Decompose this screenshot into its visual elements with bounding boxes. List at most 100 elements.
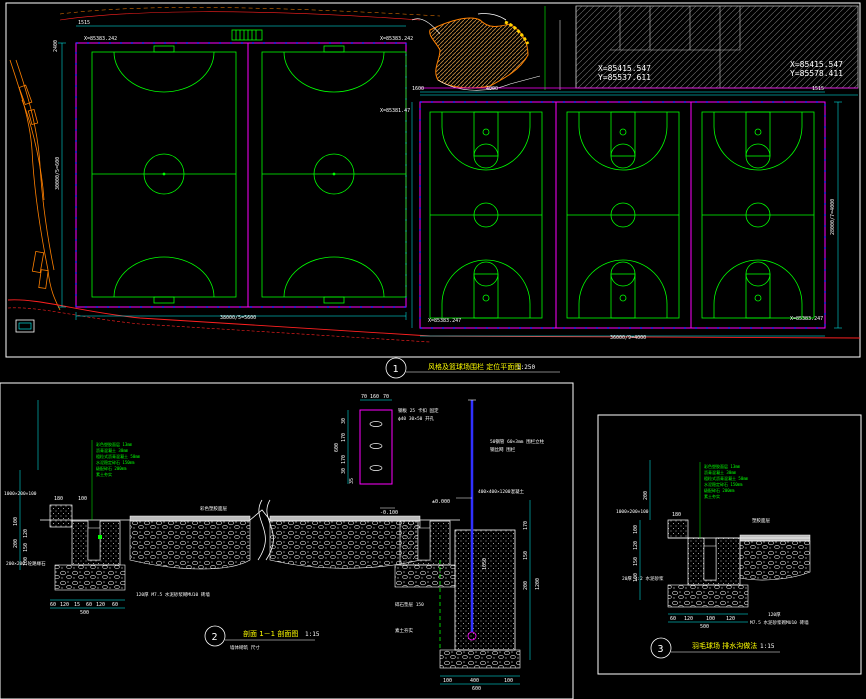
detail-layer-6: 素土夯实: [704, 493, 720, 499]
coord-a-x: X=85415.547: [598, 64, 651, 73]
section-dim-b3: 15: [74, 602, 80, 608]
plate-dim-1: 70: [361, 394, 367, 400]
detail-layer-1: 彩色塑胶面层 13mm: [704, 463, 741, 469]
section-dim-b1: 60: [50, 602, 56, 608]
post-dim-b1: 100: [443, 678, 452, 684]
section-note-post: 50钢管 60×3mm 围栏立柱: [490, 438, 545, 445]
section-scale: 1:15: [305, 631, 320, 638]
detail-drawing: [639, 460, 811, 623]
dim-basketball-width: 36000/9=4000: [610, 335, 646, 341]
post-dim-v2: 150: [523, 551, 529, 560]
section-dim-v4: 100: [23, 557, 29, 566]
detail-layer-3: 粗粒式沥青混凝土 50mm: [704, 475, 749, 481]
plate-dim-2: 160: [370, 394, 379, 400]
detail-dim-v2: 120: [633, 541, 639, 550]
section-dim-v3: 150: [23, 543, 29, 552]
dim-1600: 1600: [412, 86, 424, 92]
dim-football-height: 30000/5=600: [55, 157, 61, 190]
dim-football-width: 38000/5=5600: [220, 315, 256, 321]
section-layer-5: 级配碎石 200mm: [96, 465, 127, 471]
section-layer-4: 水泥稳定碎石 150mm: [96, 459, 135, 465]
section-drawing: [19, 399, 531, 685]
section-note-mesh: 彩色塑胶面层: [200, 505, 227, 512]
post-dim-1050: 1050: [482, 558, 488, 570]
section-dim-v2: 120: [23, 529, 29, 538]
dim-small-2: 1515: [812, 86, 824, 92]
section-number-circle: [204, 625, 226, 647]
detail-dim-b3: 100: [706, 616, 715, 622]
section-dim-b6: 60: [112, 602, 118, 608]
coord-b-x: X=85415.547: [790, 60, 843, 69]
plan-scale: 1:250: [517, 364, 535, 371]
section-dim-b4: 60: [86, 602, 92, 608]
section-note-gravel: 碎石垫层 150: [395, 601, 424, 608]
section-dim-100: 100: [78, 496, 87, 502]
post-dim-v4: 1200: [535, 578, 541, 590]
plate-dim-600: 600: [334, 443, 340, 452]
plate-dim-3: 70: [383, 394, 389, 400]
dim-basketball-height: 28000/7=4000: [830, 199, 836, 235]
detail-dim-180: 180: [672, 512, 681, 518]
section-note-base: 400×400×1200混凝土: [478, 488, 525, 495]
dim-small-1: 1515: [78, 20, 90, 26]
plate-dim-v2: 170: [341, 433, 347, 442]
basketball-court-2: [566, 111, 680, 319]
plate-dim-v5: 35: [349, 478, 355, 484]
detail-dim-v3: 150: [633, 557, 639, 566]
dim-2400: 2400: [53, 40, 59, 52]
section-dim-180: 180: [54, 496, 63, 502]
section-frame: [0, 382, 574, 699]
section-number: 2: [212, 632, 218, 643]
building-outline: [575, 6, 741, 88]
plan-number-circle: [385, 357, 407, 379]
detail-scale: 1:15: [760, 643, 775, 650]
section-subtitle: 墙体砌筑 尺寸: [230, 644, 260, 651]
terrain-left: [9, 59, 61, 311]
section-layer-3: 粗粒式沥青混凝土 50mm: [96, 453, 141, 459]
section-title: 剖面 1－1 剖面图: [243, 629, 298, 638]
detail-dim-v4: 100: [633, 573, 639, 582]
coord-b-y: Y=85578.411: [790, 69, 843, 78]
plate-dim-v1: 30: [341, 418, 347, 424]
plan-frame: [5, 2, 861, 358]
detail-frame: [597, 414, 862, 675]
coord-c: X=85383.242: [84, 36, 117, 42]
section-layer-6: 素土夯实: [96, 471, 112, 477]
post-dim-v1: 170: [523, 521, 529, 530]
coord-a-y: Y=85537.611: [598, 73, 651, 82]
detail-dim-b4: 120: [726, 616, 735, 622]
detail-dim-v1: 100: [633, 525, 639, 534]
post-dim-600: 600: [472, 686, 481, 692]
post-dim-v3: 200: [523, 581, 529, 590]
section-note-plate2: ф40 30×50 开孔: [398, 415, 435, 422]
post-dim-b2: 400: [470, 678, 479, 684]
section-note-drain: 120厚 M7.5 水泥砂浆砌MU10 砖墙: [136, 591, 210, 598]
football-court-2: [261, 45, 407, 304]
section-note-curb2: 200×200 砼路缘石: [6, 560, 46, 567]
plate-dim-v4: 30: [341, 468, 347, 474]
section-dim-b2: 120: [60, 602, 69, 608]
detail-note-wall: 120厚: [768, 612, 781, 618]
detail-dim-b1: 60: [670, 616, 676, 622]
section-note-plate: 钢板 25 卡扣 固定: [398, 407, 439, 414]
dim-4000: 4000: [486, 86, 498, 92]
coord-e: X=85381.47: [380, 108, 410, 114]
detail-note-grate: 20厚 1:2 水泥砂浆: [622, 575, 664, 582]
detail-layer-2: 沥青混凝土 30mm: [704, 469, 737, 475]
football-court-1: [91, 45, 237, 304]
football-fence: [75, 42, 407, 308]
section-note-post2: 钢丝网 围栏: [490, 446, 516, 453]
section-note-soil: 素土夯实: [395, 627, 413, 634]
basketball-fence: [419, 101, 826, 329]
post-dim-b3: 100: [504, 678, 513, 684]
section-elev-low: -0.100: [380, 510, 398, 516]
coord-f: X=85383.247: [790, 316, 823, 322]
section-layer-2: 沥青混凝土 30mm: [96, 447, 129, 453]
section-dim-b5: 120: [96, 602, 105, 608]
detail-number-circle: [650, 637, 672, 659]
site-boundary: [7, 299, 861, 339]
plan-dimensions: [58, 25, 842, 337]
terrain-structure: [15, 319, 35, 333]
detail-note-curb: 1000×200×100: [616, 509, 649, 515]
